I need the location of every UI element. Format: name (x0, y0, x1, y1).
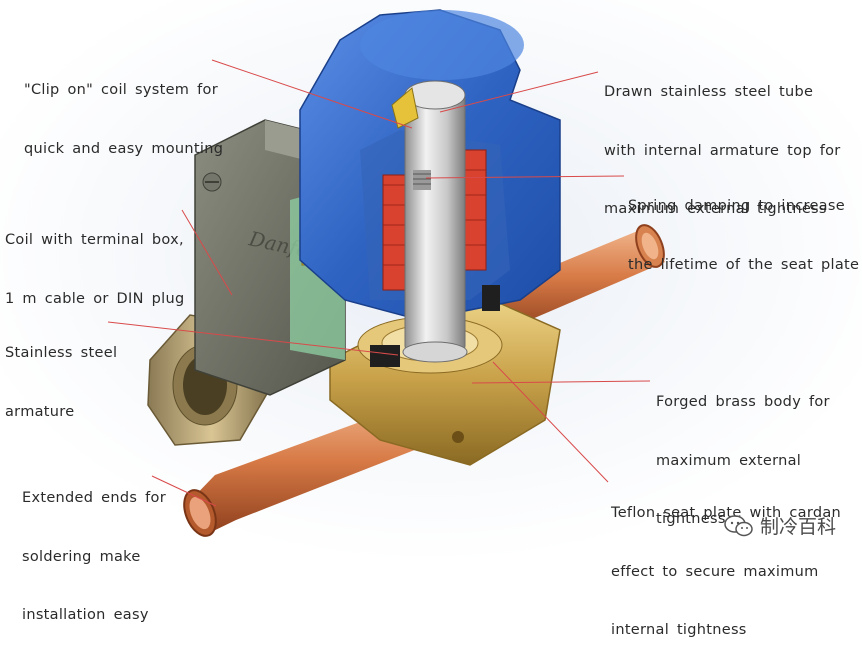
leader-teflon (492, 361, 609, 483)
label-line: with internal armature top for (604, 142, 841, 159)
label-line: soldering make (22, 548, 141, 565)
label-stainless-armature: Stainless steel armature (5, 305, 117, 442)
label-line: armature (5, 403, 75, 420)
label-line: Extended ends for (22, 490, 166, 506)
label-line: 1 m cable or DIN plug (5, 290, 185, 307)
label-line: "Clip on" coil system for (24, 82, 218, 98)
label-line: internal tightness (611, 622, 747, 638)
label-line: Stainless steel (5, 345, 118, 361)
leader-spring (425, 175, 625, 179)
armature-tube (370, 80, 500, 367)
label-stainless-tube: Drawn stainless steel tube with internal… (604, 44, 841, 239)
leader-coil (181, 209, 233, 296)
label-line: installation easy (22, 607, 149, 623)
label-extended-ends: Extended ends for soldering make install… (22, 450, 166, 645)
leader-clip-on (211, 59, 413, 129)
label-line: the lifetime of the seat plate (628, 256, 860, 273)
label-line: quick and easy mounting (24, 140, 224, 157)
wechat-icon (724, 514, 753, 536)
label-line: Teflon seat plate with cardan (611, 505, 842, 521)
label-line: tightness (656, 511, 726, 527)
label-line: Forged brass body for (656, 394, 830, 410)
watermark-text: 制冷百科 (759, 516, 836, 538)
valve-diagram: Danfoss (0, 0, 862, 563)
label-line: Drawn stainless steel tube (604, 84, 814, 100)
label-line: maximum external tightness (604, 201, 827, 217)
label-clip-on-coil: "Clip on" coil system for quick and easy… (24, 42, 223, 179)
leader-tube (439, 71, 599, 113)
label-line: maximum external (656, 452, 802, 469)
label-line: effect to secure maximum (611, 563, 819, 580)
leader-armature (107, 321, 399, 356)
watermark: 制冷百科 (724, 512, 836, 539)
label-coil-terminal-box: Coil with terminal box, 1 m cable or DIN… (5, 192, 184, 329)
label-spring-damping: Spring damping to increase the lifetime … (628, 158, 859, 295)
right-copper-pipe (470, 224, 665, 335)
label-line: Spring damping to increase (628, 198, 845, 214)
label-forged-brass-body: Forged brass body for maximum external t… (656, 354, 830, 549)
leader-body (471, 380, 651, 384)
label-line: Coil with terminal box, (5, 232, 184, 248)
leader-ends (151, 475, 217, 507)
leader-lines (107, 59, 651, 507)
